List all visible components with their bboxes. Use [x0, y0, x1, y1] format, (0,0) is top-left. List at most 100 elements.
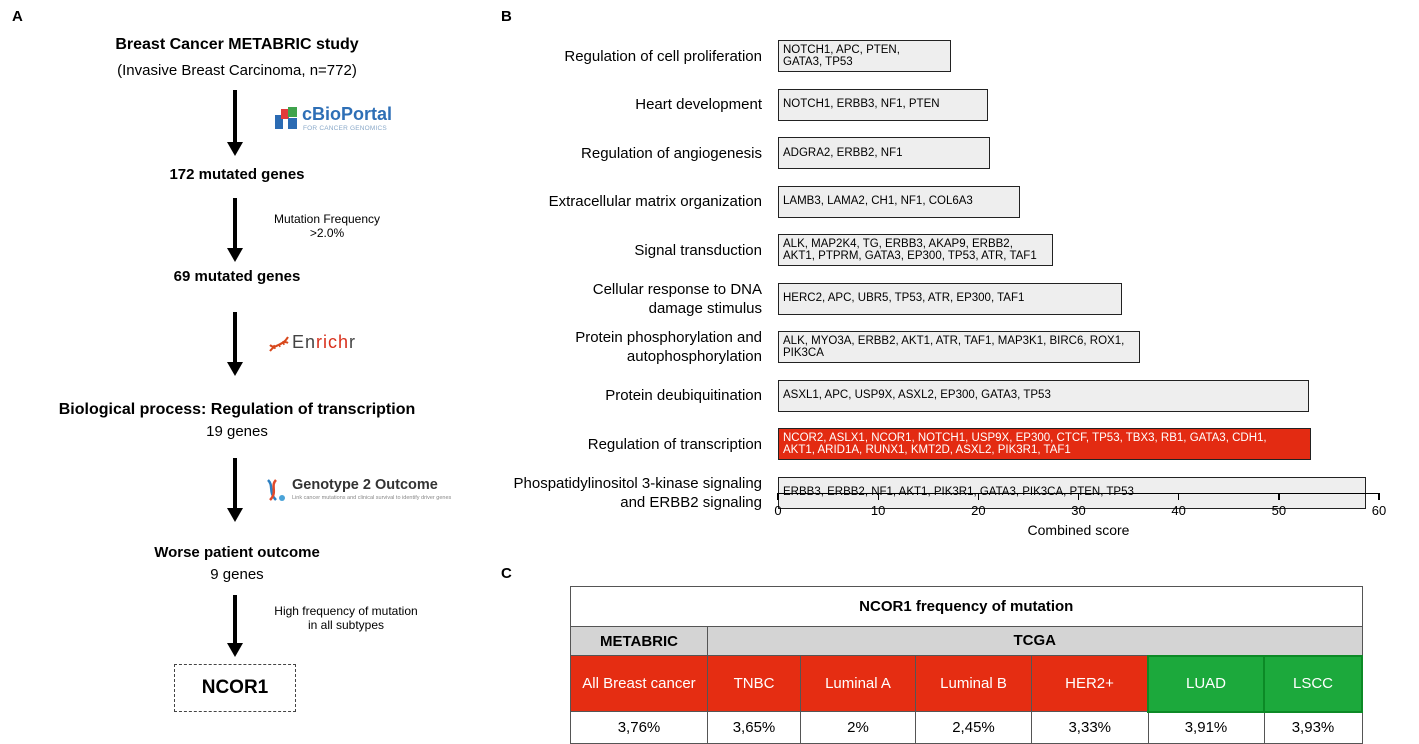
x-tick — [877, 493, 879, 500]
value-row: 3,76% 3,65% 2% 2,45% 3,33% 3,91% 3,93% — [570, 711, 1363, 744]
enrichr-logo: Enrichr — [268, 332, 388, 356]
table-group-row: METABRIC TCGA — [570, 626, 1363, 656]
bar-gene-list: ALK, MAP2K4, TG, ERBB3, AKAP9, ERBB2, — [783, 237, 1013, 250]
panel-c-letter: C — [501, 565, 512, 582]
bar-gene-list: AKT1, ARID1A, RUNX1, KMT2D, ASXL2, PIK3R… — [783, 444, 1071, 456]
bar-gene-list: HERC2, APC, UBR5, TP53, ATR, EP300, TAF1 — [783, 292, 1025, 305]
cbioportal-logo: cBioPortal FOR CANCER GENOMICS — [275, 103, 405, 135]
subtype-row: All Breast cancer TNBC Luminal A Luminal… — [570, 654, 1363, 713]
genotype2outcome-logo-text: Genotype 2 Outcome — [292, 477, 438, 493]
x-tick — [777, 493, 779, 500]
high-frequency-filter: High frequency of mutation in all subtyp… — [256, 604, 436, 632]
bar: HERC2, APC, UBR5, TP53, ATR, EP300, TAF1 — [778, 282, 1122, 315]
x-tick-label: 20 — [971, 503, 986, 518]
table-title-row: NCOR1 frequency of mutation — [570, 586, 1363, 627]
flow-arrow-4 — [227, 458, 243, 522]
x-axis-label: Combined score — [1027, 522, 1130, 538]
step-biological-process: Biological process: Regulation of transc… — [58, 401, 416, 418]
subtype-cell: Luminal B — [915, 655, 1032, 712]
enrichr-logo-text-c: r — [349, 332, 357, 352]
category-label: Heart development — [635, 96, 762, 113]
flow-arrow-2 — [227, 198, 243, 262]
cbioportal-logo-text: cBioPortal — [302, 104, 393, 124]
bar-gene-list: PIK3CA — [783, 347, 824, 359]
flow-arrow-3 — [227, 312, 243, 376]
value-cell: 2,45% — [915, 711, 1032, 744]
bar-gene-list: ADGRA2, ERBB2, NF1 — [783, 146, 903, 159]
bar: NOTCH1, ERBB3, NF1, PTEN — [778, 88, 989, 121]
x-tick-label: 30 — [1071, 503, 1086, 518]
x-tick — [1378, 493, 1380, 500]
x-tick-label: 50 — [1271, 503, 1287, 518]
enrichr-logo-text-a: En — [292, 332, 317, 352]
ncor1-frequency-table: NCOR1 frequency of mutation METABRIC TCG… — [570, 586, 1363, 744]
value-cell: 3,93% — [1263, 711, 1363, 744]
mutation-frequency-line1: Mutation Frequency — [273, 212, 381, 226]
subtype-cell: LUAD — [1147, 654, 1265, 713]
bar: ALK, MYO3A, ERBB2, AKT1, ATR, TAF1, MAP3… — [778, 331, 1140, 363]
value-cell: 2% — [800, 711, 916, 744]
value-cell: 3,91% — [1147, 711, 1265, 744]
study-subtitle: (Invasive Breast Carcinoma, n=772) — [117, 62, 357, 79]
x-tick — [977, 493, 980, 500]
subtype-cell: LSCC — [1263, 654, 1363, 713]
category-label: Signal transduction — [634, 241, 762, 259]
bar: ALK, MAP2K4, TG, ERBB3, AKAP9, ERBB2,AKT… — [778, 234, 1054, 266]
subtype-cell: Luminal A — [800, 655, 916, 712]
bar: LAMB3, LAMA2, CH1, NF1, COL6A3 — [778, 185, 1021, 218]
bar-gene-list: NOTCH1, APC, PTEN, — [783, 43, 900, 56]
bar-gene-list: NOTCH1, ERBB3, NF1, PTEN — [783, 98, 940, 111]
dna-helix-icon — [269, 336, 289, 352]
genotype2outcome-logo: Genotype 2 Outcome Link cancer mutations… — [264, 476, 484, 506]
mutation-frequency-filter: Mutation Frequency >2.0% — [262, 212, 392, 240]
enrichr-logo-text: Enrichr — [292, 332, 356, 353]
high-frequency-line2: in all subtypes — [307, 618, 385, 632]
subtype-cell: HER2+ — [1031, 655, 1149, 712]
bar: NOTCH1, APC, PTEN,GATA3, TP53 — [778, 40, 952, 72]
subtype-cell: All Breast cancer — [570, 655, 708, 712]
category-label: Regulation of transcription — [587, 435, 762, 453]
group-tcga: TCGA — [707, 626, 1363, 656]
panel-b-letter: B — [501, 8, 512, 25]
ncor1-result-box: NCOR1 — [174, 664, 296, 712]
bar-gene-list: LAMB3, LAMA2, CH1, NF1, COL6A3 — [783, 195, 973, 208]
x-tick-label: 10 — [870, 503, 886, 518]
bar-gene-list: AKT1, PTPRM, GATA3, EP300, TP53, ATR, TA… — [783, 250, 1037, 262]
bar-gene-list: GATA3, TP53 — [783, 56, 853, 68]
group-metabric: METABRIC — [570, 626, 708, 656]
x-tick-label: 60 — [1371, 503, 1387, 518]
bar: ERBB3, ERBB2, NF1, AKT1, PIK3R1, GATA3, … — [778, 476, 1366, 509]
table-title: NCOR1 frequency of mutation — [570, 586, 1363, 627]
x-tick-label: 40 — [1171, 503, 1186, 518]
step-69-mutated-genes: 69 mutated genes — [173, 268, 301, 285]
panel-a-letter: A — [12, 8, 23, 25]
value-cell: 3,33% — [1031, 711, 1149, 744]
category-label: Protein deubiquitination — [605, 387, 762, 404]
step-19-genes: 19 genes — [206, 423, 268, 440]
x-tick — [1077, 493, 1080, 500]
bar: ASXL1, APC, USP9X, ASXL2, EP300, GATA3, … — [778, 379, 1309, 412]
step-172-mutated-genes: 172 mutated genes — [169, 166, 305, 183]
study-title: Breast Cancer METABRIC study — [115, 36, 359, 53]
enrichr-logo-text-b: rich — [316, 332, 350, 352]
value-cell: 3,65% — [707, 711, 801, 744]
bar-gene-list: NCOR2, ASLX1, NCOR1, NOTCH1, USP9X, EP30… — [783, 431, 1267, 444]
value-cell: 3,76% — [570, 711, 708, 744]
subtype-cell: TNBC — [707, 655, 801, 712]
x-tick-label: 0 — [774, 503, 782, 518]
category-label: Regulation of angiogenesis — [581, 144, 762, 162]
bar-gene-list: ERBB3, ERBB2, NF1, AKT1, PIK3R1, GATA3, … — [783, 486, 1361, 499]
category-label: Extracellular matrix organization — [548, 193, 762, 210]
cbioportal-logo-icon — [275, 107, 297, 129]
high-frequency-line1: High frequency of mutation — [274, 604, 418, 618]
step-9-genes: 9 genes — [210, 566, 264, 583]
x-tick — [1278, 493, 1280, 500]
genotype2outcome-logo-tagline: Link cancer mutations and clinical survi… — [292, 495, 452, 501]
category-label: Regulation of cell proliferation — [564, 47, 762, 65]
flow-arrow-5 — [227, 595, 243, 657]
